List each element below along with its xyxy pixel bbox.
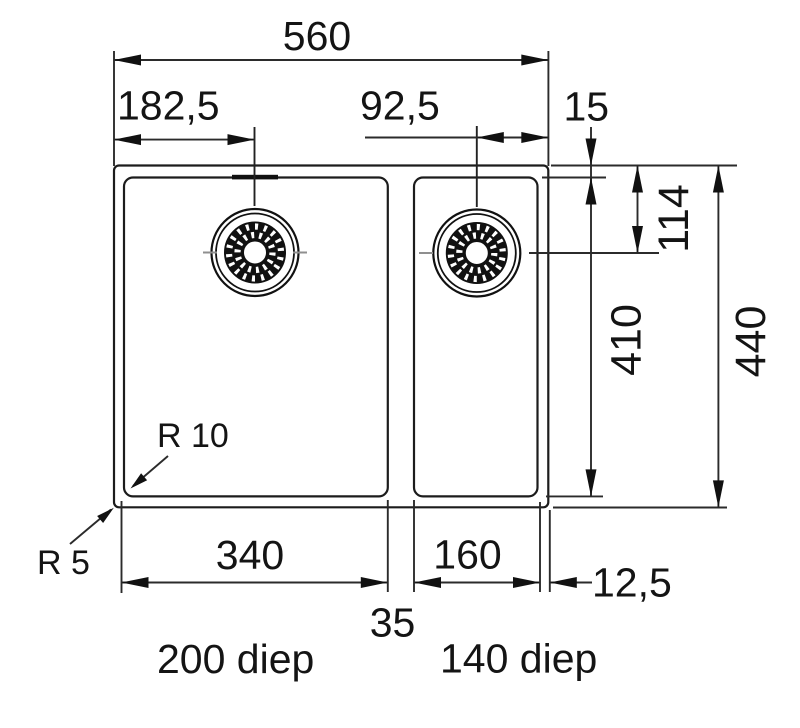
svg-text:12,5: 12,5 xyxy=(592,560,672,606)
svg-text:410: 410 xyxy=(603,304,651,376)
svg-text:182,5: 182,5 xyxy=(117,83,220,129)
svg-text:15: 15 xyxy=(564,84,610,130)
svg-text:340: 340 xyxy=(216,532,284,578)
svg-text:140 diep: 140 diep xyxy=(440,636,597,682)
svg-text:160: 160 xyxy=(433,532,501,578)
svg-text:114: 114 xyxy=(650,184,698,253)
svg-text:R 5: R 5 xyxy=(37,544,90,582)
svg-text:200 diep: 200 diep xyxy=(157,636,314,682)
svg-text:92,5: 92,5 xyxy=(360,83,440,129)
svg-text:440: 440 xyxy=(727,306,775,378)
svg-text:R 10: R 10 xyxy=(157,417,229,455)
svg-text:35: 35 xyxy=(370,600,416,646)
svg-text:560: 560 xyxy=(283,13,351,59)
